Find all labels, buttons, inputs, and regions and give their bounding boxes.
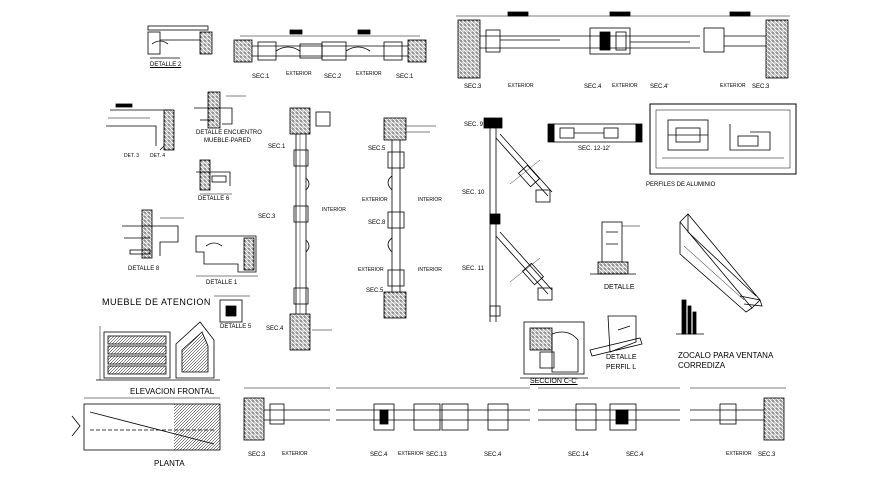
bottom-section-strip-4 xyxy=(690,387,786,441)
detalle-perfil-label-1: DETALLE xyxy=(606,354,637,361)
m-sec-5-label-a: SEC.5 xyxy=(368,146,386,152)
sec-9-label: SEC. 9 xyxy=(464,122,484,128)
b-sec-3r-label: SEC.3 xyxy=(758,452,776,458)
sec-4-prime-label: SEC.4' xyxy=(650,84,669,90)
detalle-encuentro-label-2: MUEBLE-PARED xyxy=(204,138,251,144)
detalle-1-label: DETALLE 1 xyxy=(206,280,238,286)
profile-icon-drawing xyxy=(676,299,704,335)
seccion-cc-label: SECCION C-C' xyxy=(530,378,578,385)
exterior-label-c: EXTERIOR xyxy=(508,83,534,89)
bottom-section-strip-2 xyxy=(336,387,530,431)
sec-1-label-a: SEC.1 xyxy=(252,74,270,80)
inclined-window-sections xyxy=(483,117,553,322)
detalle-2-drawing xyxy=(147,25,213,59)
sec-12-label: SEC. 12-12' xyxy=(578,146,611,152)
det-4-label: DET. 4 xyxy=(150,153,166,159)
elevacion-frontal-drawing xyxy=(96,321,220,381)
b-sec-14-label: SEC.14 xyxy=(568,452,589,458)
exterior-label-b1: EXTERIOR xyxy=(282,451,308,457)
v-sec-3-label: SEC.3 xyxy=(258,214,276,220)
b-sec-4c-label: SEC.4 xyxy=(626,452,644,458)
det-3-label: DET. 3 xyxy=(124,153,140,159)
m-sec-5-label-b: SEC.5 xyxy=(366,288,384,294)
exterior-label-d: EXTERIOR xyxy=(612,83,638,89)
v-sec-4-label: SEC.4 xyxy=(266,326,284,332)
interior-label-m1: INTERIOR xyxy=(418,197,442,203)
bottom-section-strip-3 xyxy=(538,387,680,431)
detalle-1-drawing xyxy=(195,235,258,277)
detalle-encuentro-label-1: DETALLE ENCUENTRO xyxy=(196,130,262,136)
planta-drawing xyxy=(71,397,221,451)
sec-11-label: SEC. 11 xyxy=(462,266,484,272)
sec-2-label: SEC.2 xyxy=(324,74,342,80)
sec-12-drawing xyxy=(547,123,643,143)
detalle-8-label: DETALLE 8 xyxy=(128,266,160,272)
detalle-8-drawing xyxy=(122,209,184,259)
b-sec-3-label: SEC.3 xyxy=(248,452,266,458)
top-left-section-strip xyxy=(233,29,427,63)
b-sec-4-label: SEC.4 xyxy=(370,452,388,458)
exterior-label-b: EXTERIOR xyxy=(356,71,382,77)
vertical-window-section-2 xyxy=(383,117,436,319)
elevacion-frontal-title: ELEVACION FRONTAL xyxy=(130,387,215,396)
vertical-window-section-1 xyxy=(289,107,332,351)
mueble-atencion-title: MUEBLE DE ATENCION xyxy=(102,297,211,307)
exterior-label-m2: EXTERIOR xyxy=(358,267,384,273)
perfiles-aluminio-label: PERFILES DE ALUMINIO xyxy=(646,182,716,188)
detalle-label: DETALLE xyxy=(604,284,635,291)
exterior-label-a: EXTERIOR xyxy=(286,71,312,77)
zocalo-3d-drawing xyxy=(679,213,763,313)
top-right-section-strip xyxy=(456,11,790,79)
exterior-label-b3: EXTERIOR xyxy=(726,451,752,457)
seccion-cc-drawing xyxy=(520,321,588,379)
m-sec-8-label: SEC.8 xyxy=(368,220,386,226)
detalle-perfil-label-2: PERFIL L xyxy=(606,364,637,371)
b-sec-4b-label: SEC.4 xyxy=(484,452,502,458)
interior-label-m2: INTERIOR xyxy=(418,267,442,273)
exterior-label-b2: EXTERIOR xyxy=(398,451,424,457)
detalle-perfil-l-drawing xyxy=(589,315,643,357)
v-sec-1-label: SEC.1 xyxy=(268,144,286,150)
planta-title: PLANTA xyxy=(154,459,185,468)
sec-4-top-label: SEC.4 xyxy=(584,84,602,90)
sec-1-label-b: SEC.1 xyxy=(396,74,414,80)
detalle-5-label: DETALLE 5 xyxy=(220,324,252,330)
interior-label-v: INTERIOR xyxy=(322,207,346,213)
exterior-label-m1: EXTERIOR xyxy=(362,197,388,203)
bottom-section-strip-1 xyxy=(243,387,330,441)
detalle-post-drawing xyxy=(590,221,640,275)
detalle-6-label: DETALLE 6 xyxy=(198,196,230,202)
sec-3-top-label: SEC.3 xyxy=(464,84,482,90)
perfiles-aluminio-box xyxy=(649,103,797,175)
sec-3-top-right-label: SEC.3 xyxy=(752,84,770,90)
detalle-encuentro-drawing xyxy=(194,91,246,129)
sec-10-label: SEC. 10 xyxy=(462,190,485,196)
detalle-5-drawing xyxy=(214,295,250,323)
detalle-3-4-drawing xyxy=(106,103,175,151)
b-sec-13-label: SEC.13 xyxy=(426,452,447,458)
zocalo-label-1: ZOCALO PARA VENTANA xyxy=(678,351,774,360)
exterior-label-e: EXTERIOR xyxy=(720,83,746,89)
zocalo-label-2: CORREDIZA xyxy=(678,361,726,370)
detalle-2-label: DETALLE 2 xyxy=(150,62,182,68)
detalle-6-drawing xyxy=(196,159,232,195)
